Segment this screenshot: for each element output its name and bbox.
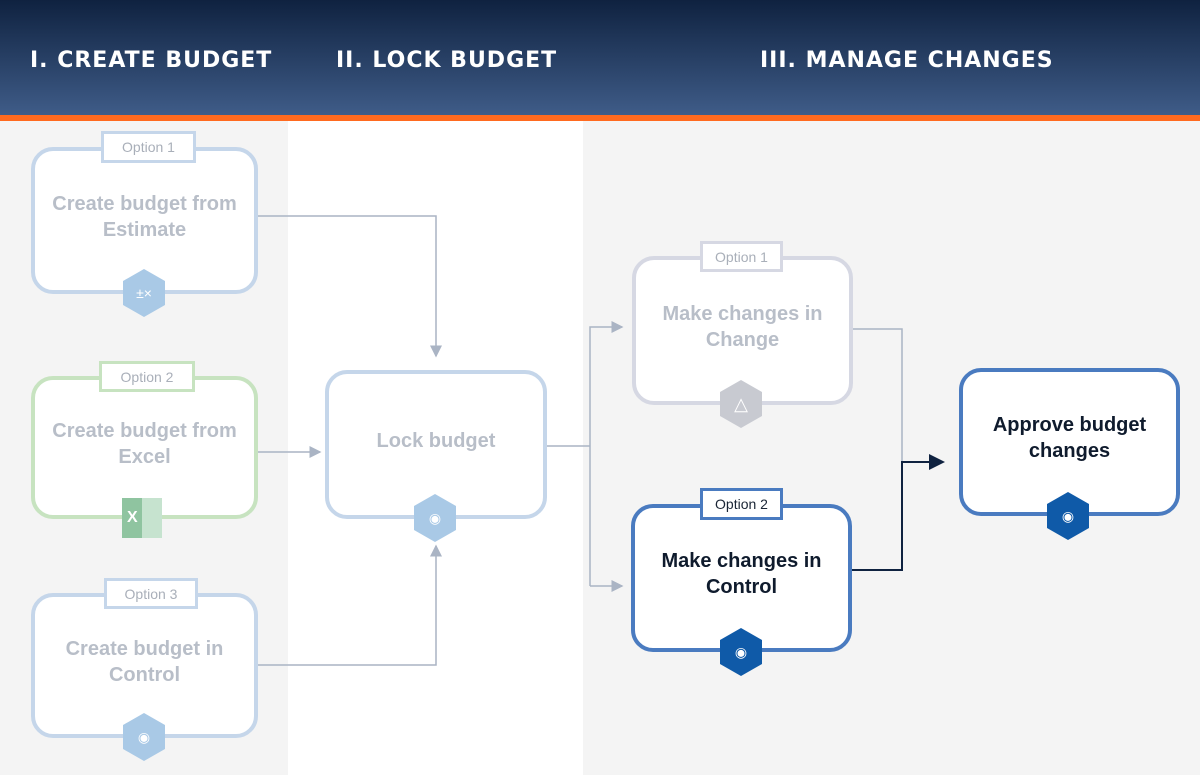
connector-control-approve [852,454,945,571]
header-lock-budget: II. LOCK BUDGET [336,48,558,73]
node-label: Create budget from Excel [52,419,237,468]
connector-change-approve [853,328,903,462]
option-tag: Option 2 [99,361,195,392]
option-tag: Option 2 [700,488,783,520]
header-manage-changes: III. MANAGE CHANGES [760,48,1054,73]
excel-icon: X [122,498,162,538]
calculator-icon: ±× [123,269,165,317]
connector-control-lock [258,544,442,666]
header [0,0,1200,115]
control-icon: ◉ [720,628,762,676]
node-label: Create budget in Control [65,637,224,686]
control-icon: ◉ [123,713,165,761]
node-label: Create budget from Estimate [52,192,237,241]
connector-split-change [589,321,624,586]
node-label: Make changes in Change [662,302,823,351]
option-tag: Option 1 [101,131,196,163]
header-create-budget: I. CREATE BUDGET [30,48,273,73]
header-accent-stripe [0,115,1200,121]
option-tag: Option 3 [104,578,198,609]
option-tag: Option 1 [700,241,783,272]
change-icon: △ [720,380,762,428]
node-label: Approve budget changes [992,414,1147,462]
node-approve-budget-changes[interactable]: Approve budget changes [959,368,1180,516]
node-changes-in-change[interactable]: Make changes in Change [632,256,853,405]
node-label: Lock budget [376,429,496,452]
node-label: Make changes in Control [661,550,822,598]
control-icon: ◉ [1047,492,1089,540]
connector-estimate-lock [258,215,442,358]
control-icon: ◉ [414,494,456,542]
node-changes-in-control[interactable]: Make changes in Control [631,504,852,652]
